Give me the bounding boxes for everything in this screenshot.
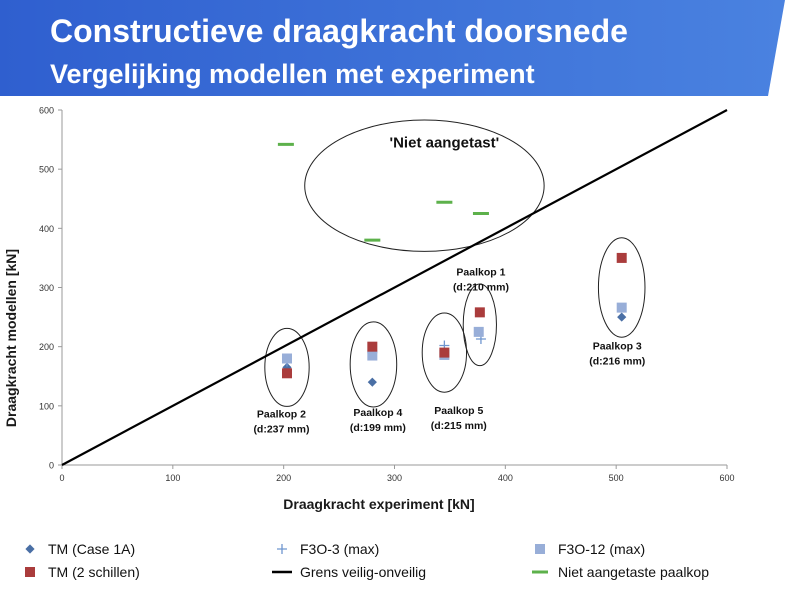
y-tick-label: 600	[39, 106, 54, 116]
data-point	[367, 377, 377, 387]
paalkop-5-label: (d:215 mm)	[431, 420, 487, 432]
series-0	[282, 312, 627, 387]
legend-item: F3O-3 (max)	[277, 541, 379, 557]
data-series	[61, 109, 728, 466]
series-3	[281, 252, 627, 379]
data-point	[474, 307, 485, 318]
legend-label: TM (2 schillen)	[48, 564, 140, 580]
paalkop-3-label: Paalkop 3	[593, 341, 642, 353]
legend-item: Grens veilig-onveilig	[272, 564, 426, 580]
legend-item: TM (2 schillen)	[25, 564, 140, 580]
legend-swatch	[535, 544, 545, 554]
legend-label: F3O-12 (max)	[558, 541, 645, 557]
y-tick-label: 100	[39, 401, 54, 411]
data-point	[367, 341, 378, 352]
series-4	[61, 109, 728, 466]
series-line	[61, 109, 728, 466]
scatter-chart: 0 100 200 300 400 500 600 0 100 200 300 400 500 600 P…	[3, 106, 735, 581]
slide-subtitle: Vergelijking modellen met experiment	[50, 59, 535, 89]
legend-swatch	[25, 567, 35, 577]
paalkop-1-label: (d:210 mm)	[453, 282, 509, 294]
x-tick-label: 300	[387, 473, 402, 483]
legend-item: F3O-12 (max)	[535, 541, 645, 557]
data-point	[616, 252, 627, 263]
group-paalkop-4-ellipse	[349, 321, 398, 408]
y-tick-label: 400	[39, 224, 54, 234]
x-tick-label: 0	[59, 473, 64, 483]
data-point	[367, 350, 378, 361]
paalkop-1-label: Paalkop 1	[456, 267, 505, 279]
paalkop-3-label: (d:216 mm)	[589, 356, 645, 368]
title-banner	[0, 0, 785, 96]
series-5	[277, 142, 489, 242]
data-point	[281, 368, 292, 379]
data-point	[617, 312, 627, 322]
paalkop-5-label: Paalkop 5	[434, 405, 483, 417]
y-tick-label: 200	[39, 342, 54, 352]
x-axis-label: Draagkracht experiment [kN]	[283, 496, 474, 512]
legend-item: TM (Case 1A)	[25, 541, 135, 557]
paalkop-2-label: Paalkop 2	[257, 409, 306, 421]
legend-label: TM (Case 1A)	[48, 541, 135, 557]
group-paalkop-1-ellipse	[462, 283, 497, 367]
series-1	[281, 333, 486, 367]
x-tick-label: 600	[719, 473, 734, 483]
x-tick-label: 100	[165, 473, 180, 483]
x-tick-label: 400	[498, 473, 513, 483]
data-point	[281, 353, 292, 364]
data-point	[473, 326, 484, 337]
annotations: Paalkop 1 (d:210 mm) Paalkop 2 (d:237 mm) Pa…	[253, 134, 645, 435]
axes: 0 100 200 300 400 500 600 0 100 200 300 400 500 600	[39, 106, 735, 484]
series-2	[281, 302, 627, 364]
x-tick-label: 500	[609, 473, 624, 483]
niet-aangetast-label: 'Niet aangetast'	[390, 134, 500, 151]
paalkop-4-label: Paalkop 4	[353, 407, 402, 419]
data-point	[616, 302, 627, 313]
group-paalkop-3-ellipse	[597, 237, 646, 338]
slide-title: Constructieve draagkracht doorsnede	[50, 13, 628, 49]
paalkop-2-label: (d:237 mm)	[253, 424, 309, 436]
group-niet-aangetast-ellipse	[304, 119, 545, 252]
legend: TM (Case 1A) F3O-3 (max) F3O-12 (max) TM (2…	[25, 541, 709, 580]
legend-label: Niet aangetaste paalkop	[558, 564, 709, 580]
y-tick-label: 300	[39, 283, 54, 293]
group-paalkop-2-ellipse	[264, 327, 310, 407]
group-paalkop-5-ellipse	[421, 312, 468, 393]
y-tick-label: 500	[39, 165, 54, 175]
paalkop-4-label: (d:199 mm)	[350, 422, 406, 434]
legend-label: Grens veilig-onveilig	[300, 564, 426, 580]
data-point	[439, 347, 450, 358]
y-tick-label: 0	[49, 461, 54, 471]
x-tick-label: 200	[276, 473, 291, 483]
legend-swatch	[25, 544, 35, 554]
legend-item: Niet aangetaste paalkop	[532, 564, 709, 580]
group-ellipses	[264, 119, 646, 408]
legend-swatch	[277, 544, 287, 554]
legend-label: F3O-3 (max)	[300, 541, 379, 557]
y-axis-label: Draagkracht modellen [kN]	[3, 249, 19, 427]
